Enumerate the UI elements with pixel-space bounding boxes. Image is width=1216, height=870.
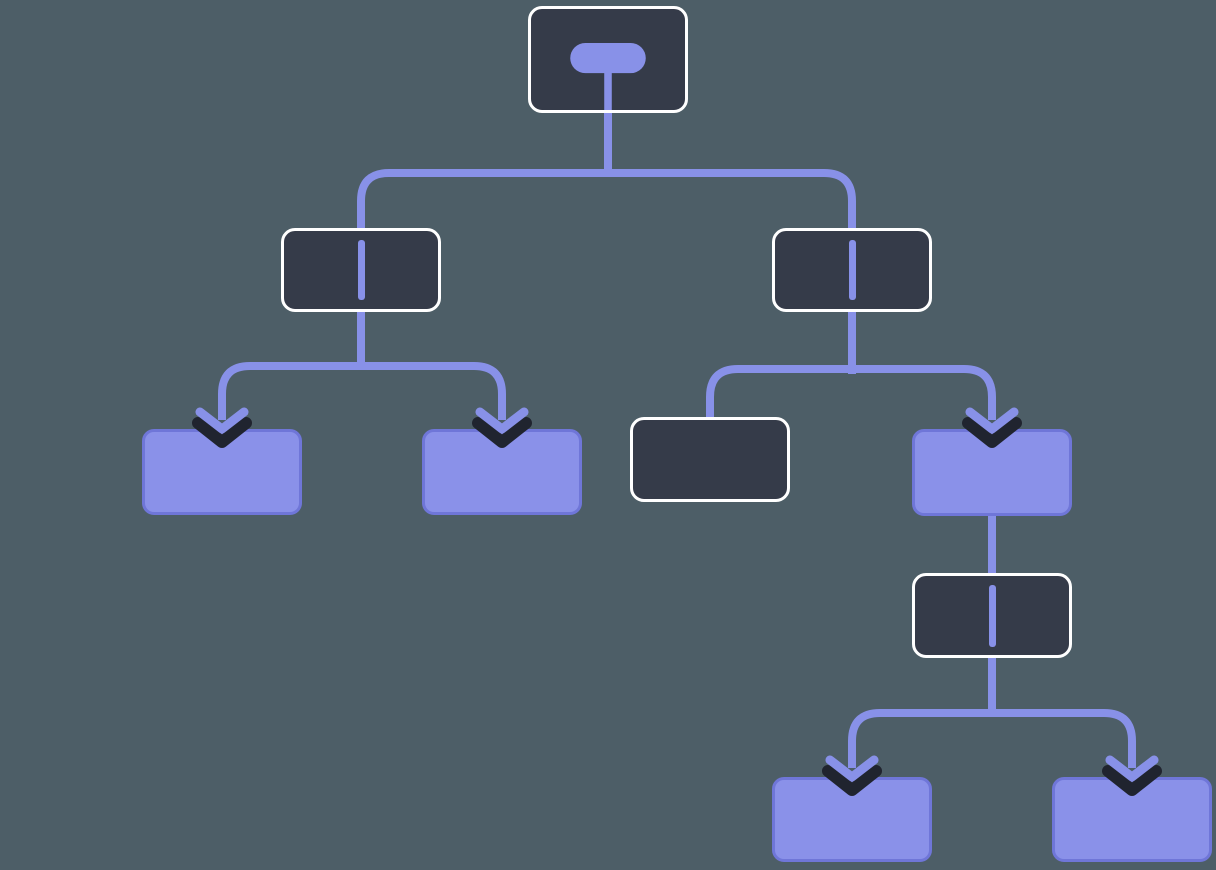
pass-through-line-icon (848, 240, 856, 300)
node-branch-right[interactable] (772, 228, 932, 312)
arrowhead-icon (192, 403, 252, 448)
connector-branchleft-to-leaf1 (218, 362, 251, 409)
arrowhead-icon (962, 403, 1022, 448)
node-branch-left[interactable] (281, 228, 441, 312)
arrowhead-icon (822, 751, 882, 796)
node-leaf-right[interactable] (912, 429, 1072, 516)
node-root[interactable] (528, 6, 688, 113)
connector-branchleft-to-leaf2 (473, 362, 506, 409)
connector-root-to-branch-right (823, 169, 856, 374)
connector-branchright-to-middark (706, 365, 739, 421)
node-branch-bottom[interactable] (912, 573, 1072, 658)
connector-branchbottom-to-leaf1 (848, 709, 881, 757)
connector-branchright-to-leafright (963, 365, 996, 409)
connector-branchbottom-to-leaf2 (1103, 709, 1136, 757)
root-anchor-icon (570, 42, 646, 110)
connector-root-to-branch-left (357, 169, 390, 370)
arrowhead-icon (472, 403, 532, 448)
pass-through-line-icon (988, 584, 996, 647)
pass-through-line-icon (357, 240, 365, 300)
node-leaf-left-1[interactable] (142, 429, 302, 515)
node-leaf-mid-dark[interactable] (630, 417, 790, 502)
arrowhead-icon (1102, 751, 1162, 796)
